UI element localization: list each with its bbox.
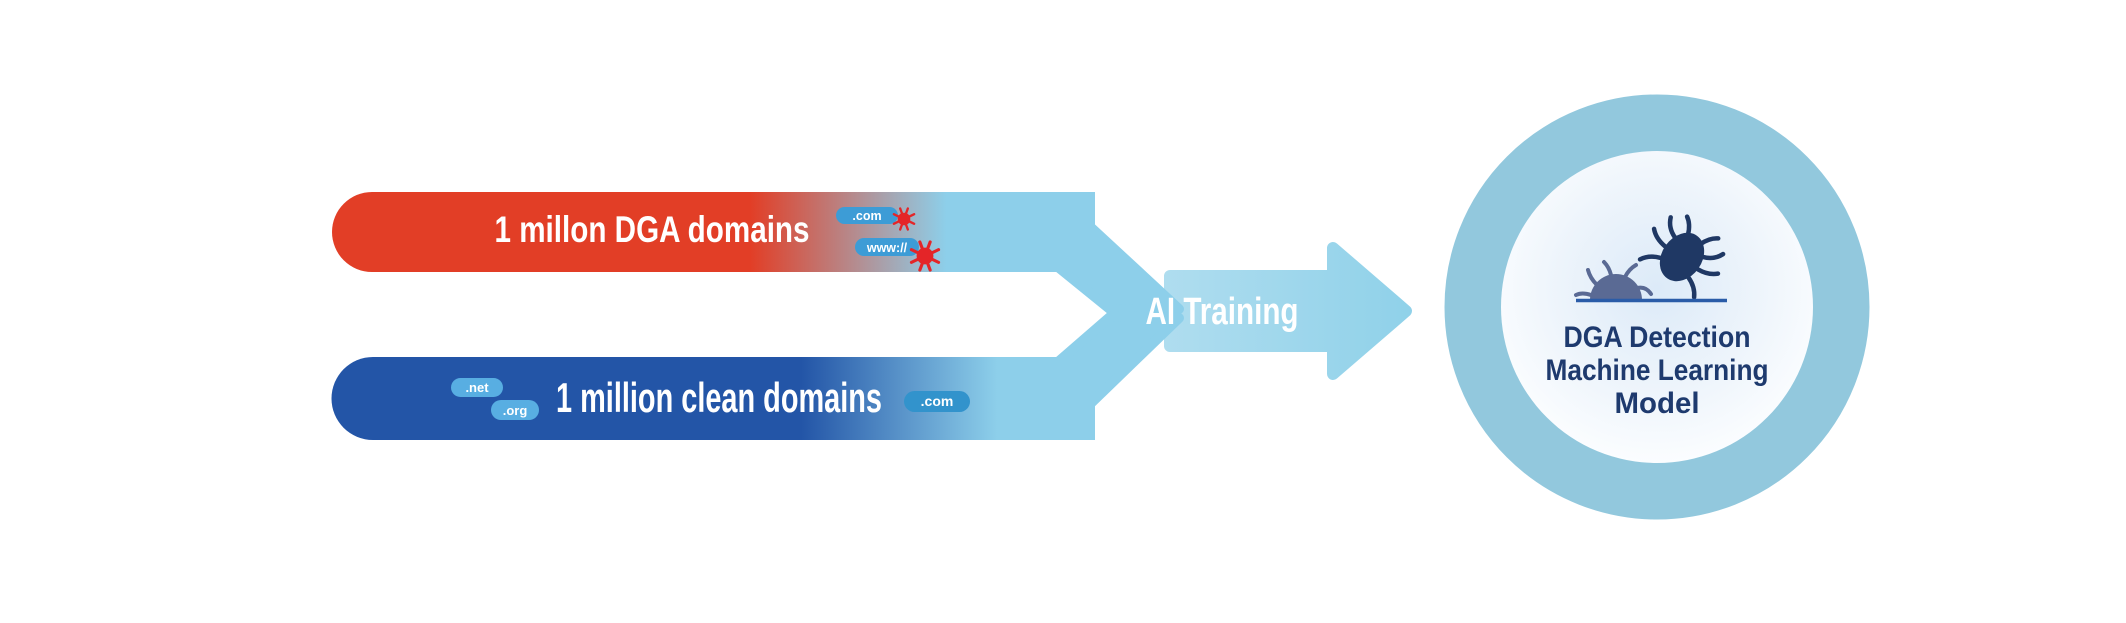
emerging-bug-body	[1590, 274, 1642, 300]
dga-bar-label: 1 millon DGA domains	[495, 209, 810, 250]
ai-training-arrow	[1164, 242, 1412, 380]
model-inner-circle	[1501, 151, 1813, 463]
malware-bug-body	[1659, 232, 1705, 282]
emerging-bug-icon	[1574, 260, 1653, 300]
model-label-line2: Machine Learning	[1546, 354, 1769, 387]
clean-bar-label: 1 million clean domains	[556, 374, 882, 421]
ai-training-label: AI Training	[1146, 291, 1299, 333]
badge-net: .net	[451, 378, 503, 397]
model-ring	[1444, 94, 1870, 520]
badge-net-pill	[451, 378, 503, 397]
model-label-line1: DGA Detection	[1564, 321, 1751, 354]
badge-www: www://	[855, 238, 919, 256]
badge-com-dga-label: .com	[852, 209, 881, 223]
badge-www-label: www://	[866, 241, 908, 255]
badge-org-pill	[491, 400, 539, 420]
model-label-line3: Model	[1615, 387, 1700, 420]
badge-www-pill	[855, 238, 919, 256]
malware-bug-icon-large	[1637, 214, 1726, 300]
badge-com-clean-label: .com	[921, 393, 954, 409]
badge-com-dga-pill	[836, 207, 898, 224]
badge-org: .org	[491, 400, 539, 420]
badge-net-label: .net	[465, 380, 489, 395]
badge-org-label: .org	[503, 403, 528, 418]
badge-com-clean: .com	[904, 391, 970, 412]
badge-com-dga: .com	[836, 207, 898, 224]
badge-com-clean-pill	[904, 391, 970, 412]
